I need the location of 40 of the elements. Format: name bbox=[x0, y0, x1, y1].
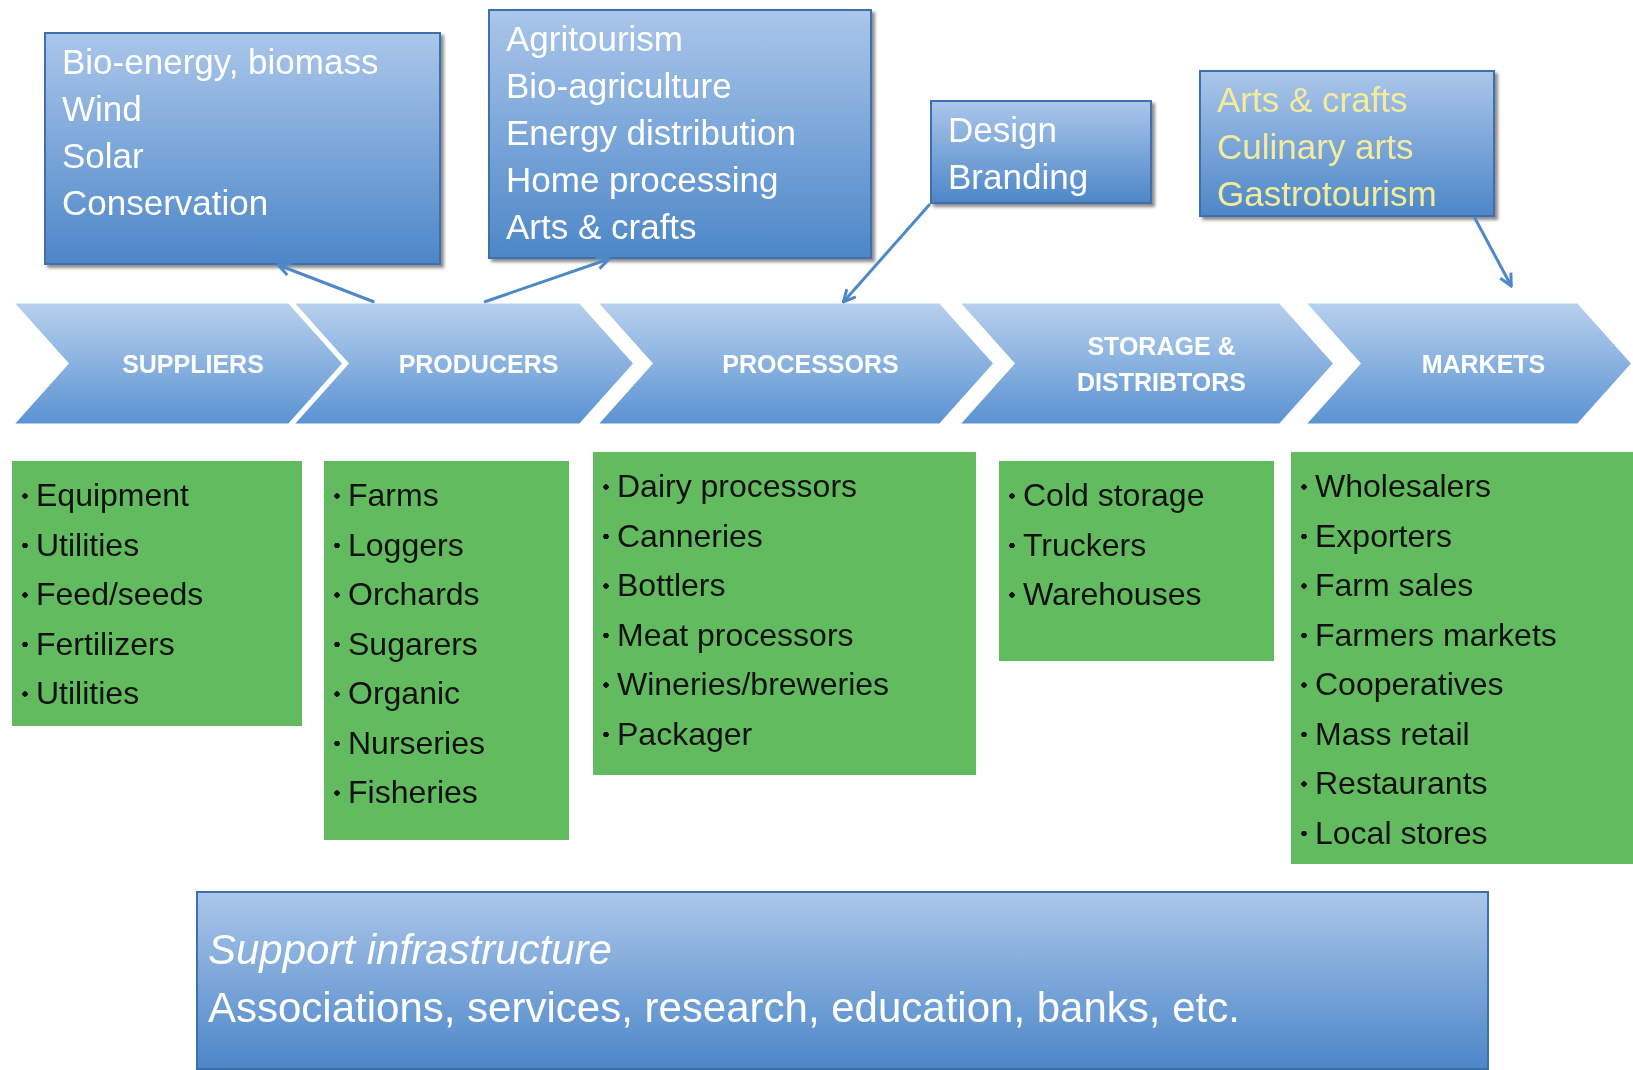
stage-label: PRODUCERS bbox=[398, 348, 559, 380]
list-box bbox=[1291, 452, 1633, 864]
support-box bbox=[196, 891, 1489, 1070]
note-text: Energy distribution bbox=[506, 112, 797, 154]
note-text: Agritourism bbox=[506, 18, 684, 60]
note-text: Bio-agriculture bbox=[506, 65, 733, 107]
note-box bbox=[1199, 70, 1495, 217]
chevron-band bbox=[292, 302, 635, 425]
note-text: Bio-energy, biomass bbox=[62, 41, 380, 83]
note-text: Arts & crafts bbox=[1217, 79, 1409, 121]
note-text: Solar bbox=[62, 135, 145, 177]
note-box bbox=[44, 32, 441, 265]
support-text: Support infrastructure bbox=[208, 925, 613, 975]
arrow bbox=[841, 203, 932, 304]
note-text: Arts & crafts bbox=[506, 206, 698, 248]
list-box bbox=[12, 461, 302, 726]
note-text: Wind bbox=[62, 88, 143, 130]
chevron-band bbox=[958, 302, 1335, 425]
note-text: Gastrotourism bbox=[1217, 173, 1438, 215]
chevron-band bbox=[596, 302, 995, 425]
stage-label: MARKETS bbox=[1421, 348, 1546, 380]
chevron-band bbox=[12, 302, 344, 425]
support-text: Associations, services, research, education, banks, etc. bbox=[208, 983, 1241, 1033]
stage-label: STORAGE & DISTRIBTORS bbox=[1076, 330, 1247, 398]
chevron-band bbox=[1304, 302, 1633, 425]
list-box bbox=[324, 461, 569, 840]
note-text: Design bbox=[948, 109, 1058, 151]
arrow bbox=[1472, 216, 1513, 288]
note-text: Culinary arts bbox=[1217, 126, 1415, 168]
arrow bbox=[276, 262, 375, 304]
note-text: Branding bbox=[948, 156, 1090, 198]
note-text: Home processing bbox=[506, 159, 780, 201]
stage-label: PROCESSORS bbox=[722, 348, 899, 380]
list-box bbox=[593, 452, 976, 775]
stage-label: SUPPLIERS bbox=[122, 348, 264, 380]
list-box bbox=[999, 461, 1274, 661]
note-text: Conservation bbox=[62, 182, 270, 224]
arrow bbox=[483, 255, 611, 304]
note-box bbox=[930, 100, 1152, 204]
note-box bbox=[488, 9, 872, 259]
